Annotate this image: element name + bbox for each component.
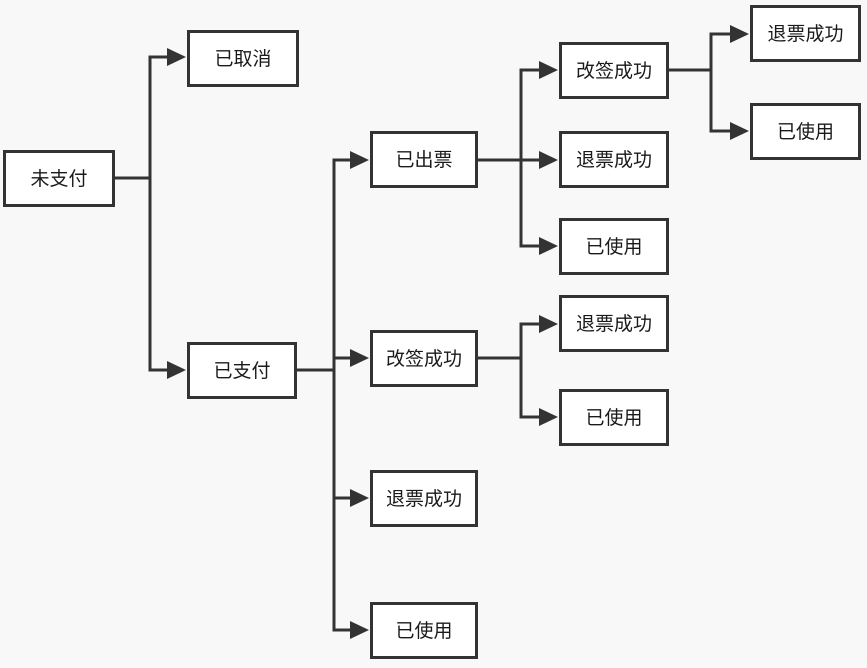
node-label: 已使用 [395, 620, 452, 642]
node-n0[interactable]: 未支付 [3, 150, 115, 207]
edge-line [115, 176, 170, 372]
node-label: 改签成功 [386, 348, 462, 370]
edge-line [297, 158, 353, 372]
node-n12[interactable]: 退票成功 [370, 470, 478, 527]
node-box[interactable] [559, 42, 669, 99]
edge-layer [115, 25, 749, 639]
node-box[interactable] [559, 389, 669, 446]
node-box[interactable] [187, 30, 299, 87]
node-label: 改签成功 [576, 60, 652, 82]
node-label: 已出票 [395, 149, 452, 171]
arrow-head-icon [539, 408, 558, 426]
arrow-head-icon [730, 122, 749, 140]
node-n10[interactable]: 退票成功 [559, 295, 669, 352]
edge-line [478, 356, 542, 419]
arrow-head-icon [539, 61, 558, 79]
edge-line [297, 368, 353, 500]
edge-n9-to-n11 [478, 356, 558, 426]
node-box[interactable] [559, 295, 669, 352]
node-label: 已取消 [214, 48, 271, 70]
edge-line [297, 356, 353, 372]
arrow-head-icon [350, 151, 369, 169]
node-box[interactable] [750, 103, 861, 160]
arrow-head-icon [350, 489, 369, 507]
arrow-head-icon [539, 151, 558, 169]
node-box[interactable] [3, 150, 115, 207]
edge-line [669, 68, 733, 133]
node-label: 退票成功 [576, 149, 652, 171]
edge-n2-to-n3 [297, 151, 369, 372]
node-label: 退票成功 [767, 23, 843, 45]
node-n13[interactable]: 已使用 [370, 602, 478, 659]
node-box[interactable] [370, 330, 478, 387]
node-label: 已使用 [777, 121, 834, 143]
edge-n4-to-n8 [669, 68, 749, 140]
edge-n9-to-n10 [478, 315, 558, 360]
node-label: 未支付 [30, 168, 87, 190]
node-n4[interactable]: 改签成功 [559, 42, 669, 99]
edge-line [669, 32, 733, 72]
edge-n4-to-n7 [669, 25, 749, 72]
node-box[interactable] [370, 131, 478, 188]
node-box[interactable] [370, 470, 478, 527]
node-n11[interactable]: 已使用 [559, 389, 669, 446]
node-n5[interactable]: 退票成功 [559, 131, 669, 188]
node-label: 退票成功 [576, 313, 652, 335]
node-n3[interactable]: 已出票 [370, 131, 478, 188]
arrow-head-icon [539, 237, 558, 255]
node-n2[interactable]: 已支付 [187, 342, 297, 399]
edge-n3-to-n6 [478, 158, 558, 255]
node-label: 已使用 [585, 407, 642, 429]
node-n7[interactable]: 退票成功 [750, 5, 861, 62]
arrow-head-icon [350, 349, 369, 367]
node-n6[interactable]: 已使用 [559, 218, 669, 275]
node-box[interactable] [187, 342, 297, 399]
node-label: 已使用 [585, 236, 642, 258]
node-box[interactable] [370, 602, 478, 659]
node-box[interactable] [559, 218, 669, 275]
edge-line [478, 68, 542, 162]
node-label: 退票成功 [386, 488, 462, 510]
arrow-head-icon [167, 361, 186, 379]
edge-line [478, 158, 542, 248]
edge-n2-to-n13 [297, 368, 369, 639]
arrow-head-icon [730, 25, 749, 43]
node-label: 已支付 [213, 360, 270, 382]
edge-line [297, 368, 353, 632]
arrow-head-icon [167, 48, 186, 66]
edge-n3-to-n4 [478, 61, 558, 162]
edge-n0-to-n2 [115, 176, 186, 379]
arrow-head-icon [539, 315, 558, 333]
node-n8[interactable]: 已使用 [750, 103, 861, 160]
node-layer: 未支付已取消已支付已出票改签成功退票成功已使用退票成功已使用改签成功退票成功已使… [3, 5, 861, 659]
node-box[interactable] [750, 5, 861, 62]
edge-line [478, 322, 542, 360]
arrow-head-icon [350, 621, 369, 639]
edge-line [115, 55, 170, 180]
node-box[interactable] [559, 131, 669, 188]
edge-n0-to-n1 [115, 48, 186, 180]
node-n1[interactable]: 已取消 [187, 30, 299, 87]
node-n9[interactable]: 改签成功 [370, 330, 478, 387]
